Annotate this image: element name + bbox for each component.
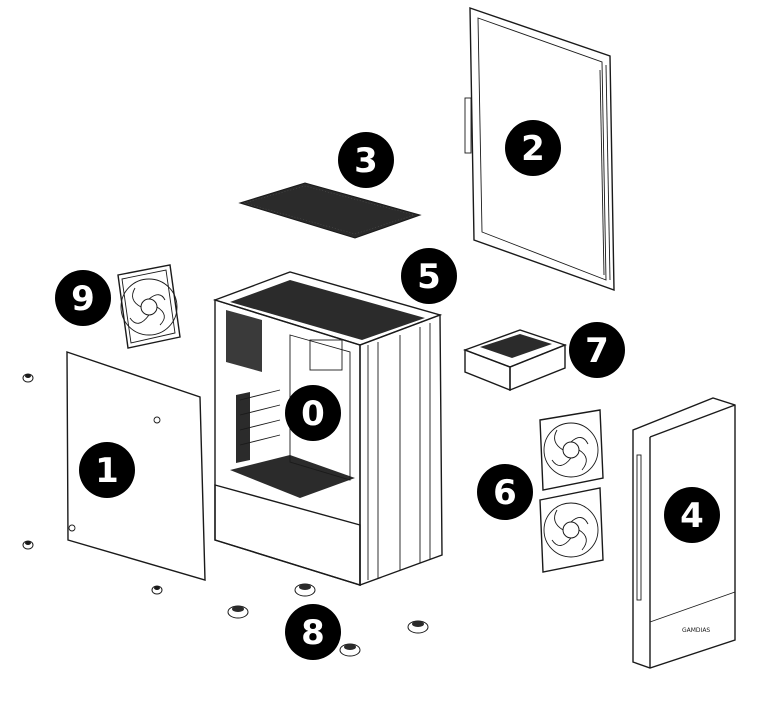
foot bbox=[294, 583, 316, 597]
callout-number: 5 bbox=[417, 257, 441, 297]
callout-number: 0 bbox=[301, 394, 325, 434]
foot bbox=[227, 605, 249, 619]
callout-number: 2 bbox=[521, 129, 545, 169]
thumb-screw bbox=[22, 373, 34, 383]
callout-badge-9: 9 bbox=[55, 270, 111, 326]
callout-number: 4 bbox=[680, 496, 704, 536]
case-chassis bbox=[212, 271, 443, 587]
callout-number: 1 bbox=[95, 451, 119, 491]
front-fan bbox=[539, 409, 604, 491]
front-panel-brand: GAMDIAS bbox=[682, 627, 710, 634]
tempered-glass-panel bbox=[464, 7, 615, 291]
callout-badge-4: 4 bbox=[664, 487, 720, 543]
callout-number: 6 bbox=[493, 473, 517, 513]
pci-slots bbox=[236, 389, 281, 463]
thumb-screw bbox=[151, 585, 163, 595]
callout-badge-2: 2 bbox=[505, 120, 561, 176]
callout-badge-1: 1 bbox=[79, 442, 135, 498]
callout-number: 3 bbox=[354, 141, 378, 181]
solid-side-panel bbox=[66, 351, 206, 581]
drive-cage bbox=[462, 329, 568, 392]
callout-badge-5: 5 bbox=[401, 248, 457, 304]
rear-fan bbox=[117, 264, 181, 349]
callout-badge-7: 7 bbox=[569, 322, 625, 378]
callout-number: 8 bbox=[301, 613, 325, 653]
callout-badge-3: 3 bbox=[338, 132, 394, 188]
foot bbox=[407, 620, 429, 634]
top-dust-filter bbox=[238, 182, 422, 239]
front-panel: GAMDIAS bbox=[632, 397, 736, 669]
callout-badge-6: 6 bbox=[477, 464, 533, 520]
callout-number: 7 bbox=[585, 331, 609, 371]
callout-badge-8: 8 bbox=[285, 604, 341, 660]
thumb-screw bbox=[22, 540, 34, 550]
foot bbox=[339, 643, 361, 657]
callout-badge-0: 0 bbox=[285, 385, 341, 441]
front-fan bbox=[539, 487, 604, 573]
callout-number: 9 bbox=[71, 279, 95, 319]
